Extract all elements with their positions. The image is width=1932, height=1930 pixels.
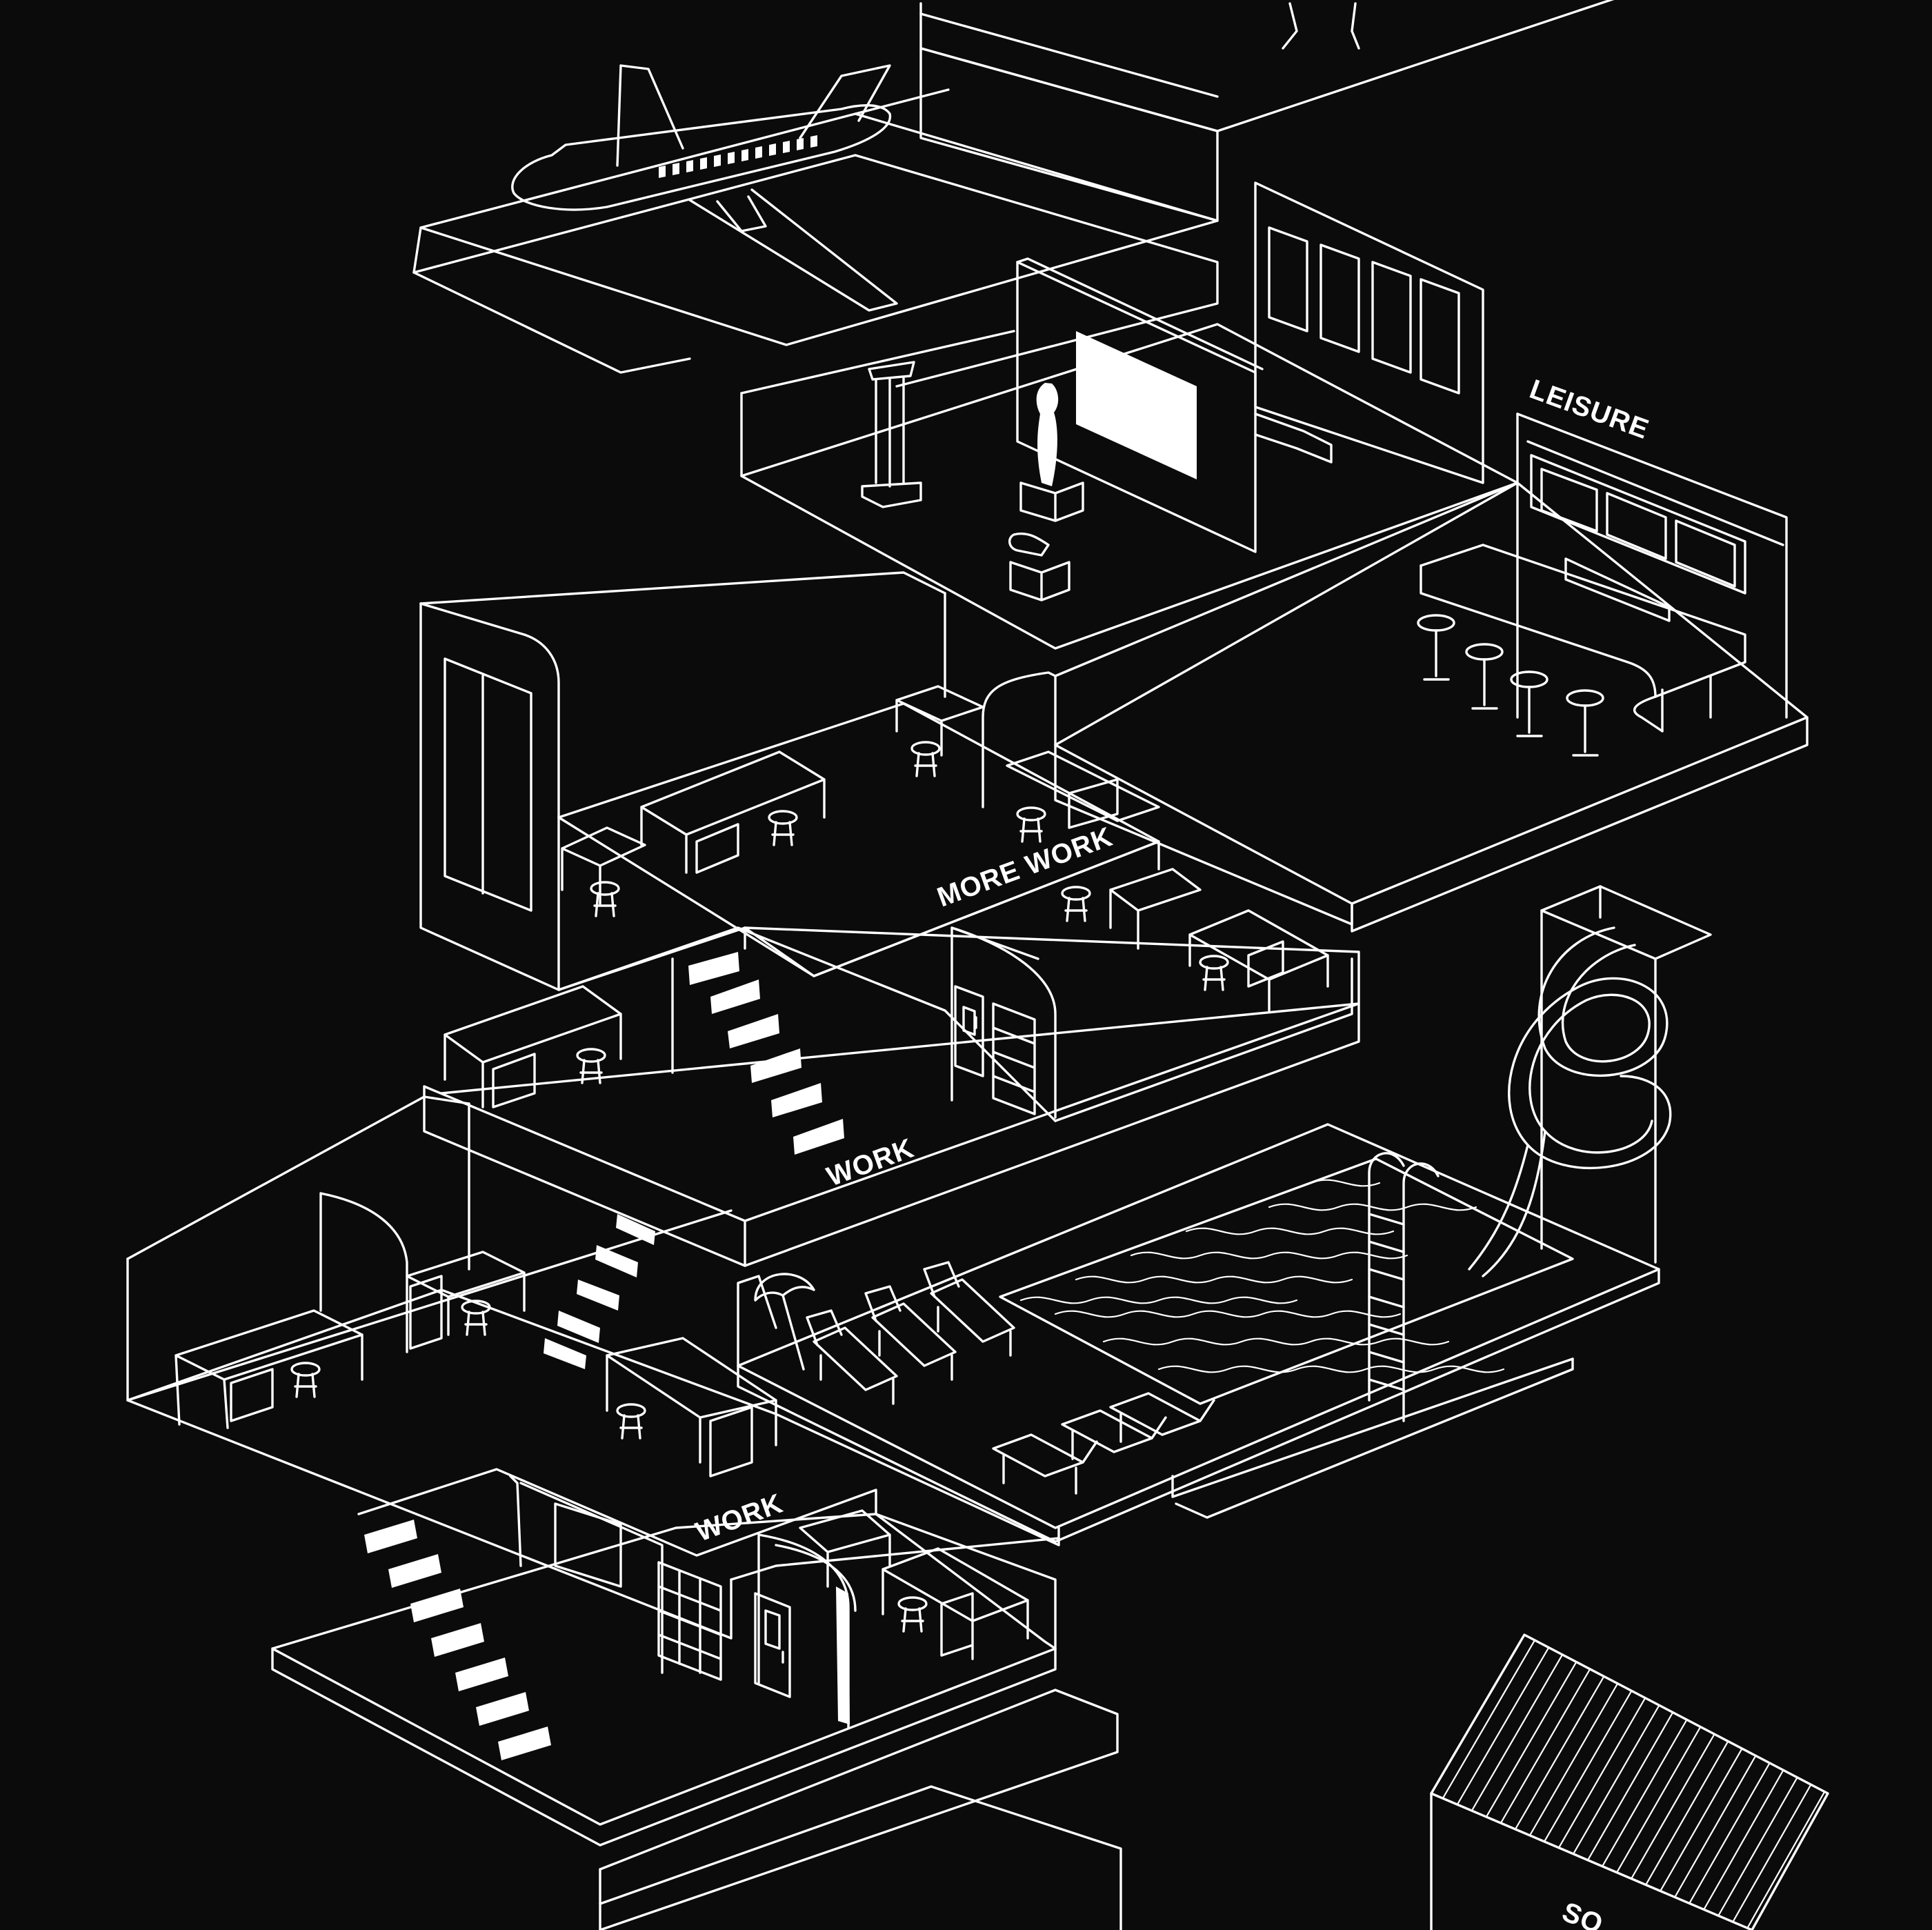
work-bottom-floor bbox=[272, 1514, 1055, 1824]
statue-icon bbox=[1021, 383, 1083, 521]
work-upper-label: WORK bbox=[823, 1133, 918, 1192]
pool-deck bbox=[738, 1124, 1659, 1528]
door-icon bbox=[755, 1593, 790, 1697]
more-work-level: MORE WORK bbox=[421, 573, 1159, 990]
work-upper-slab bbox=[424, 1004, 1359, 1266]
roof-icon: SO bbox=[1431, 1635, 1828, 1930]
leisure-label: LEISURE bbox=[1526, 374, 1653, 445]
stool-icon bbox=[1418, 615, 1603, 755]
stairs-icon bbox=[688, 952, 844, 1155]
desk-icon bbox=[176, 1252, 776, 1476]
water-slide-icon bbox=[1469, 886, 1711, 1276]
desk-icon bbox=[800, 1511, 1028, 1659]
window-wall bbox=[1255, 183, 1483, 483]
pool-icon bbox=[1000, 1159, 1573, 1404]
more-work-label: MORE WORK bbox=[933, 822, 1117, 913]
shelf-icon bbox=[993, 1004, 1035, 1114]
work-level-upper: WORK bbox=[424, 869, 1359, 1266]
bottom-plinths bbox=[600, 1690, 1121, 1930]
stool-icon bbox=[577, 887, 1228, 1083]
work-level-lower bbox=[128, 1097, 1059, 1638]
partial-bottom-label: SO bbox=[1558, 1897, 1608, 1930]
wardrobe-icon bbox=[445, 659, 531, 911]
runway-slab bbox=[421, 114, 1217, 345]
stool-icon bbox=[292, 1301, 645, 1438]
bar-floor bbox=[1055, 483, 1807, 904]
door-icon bbox=[955, 986, 983, 1076]
screen-icon bbox=[1076, 331, 1197, 479]
stool-icon bbox=[899, 1598, 926, 1631]
gallery-level bbox=[741, 183, 1517, 648]
stairs-icon bbox=[544, 1214, 655, 1369]
bust-icon bbox=[1010, 534, 1069, 600]
